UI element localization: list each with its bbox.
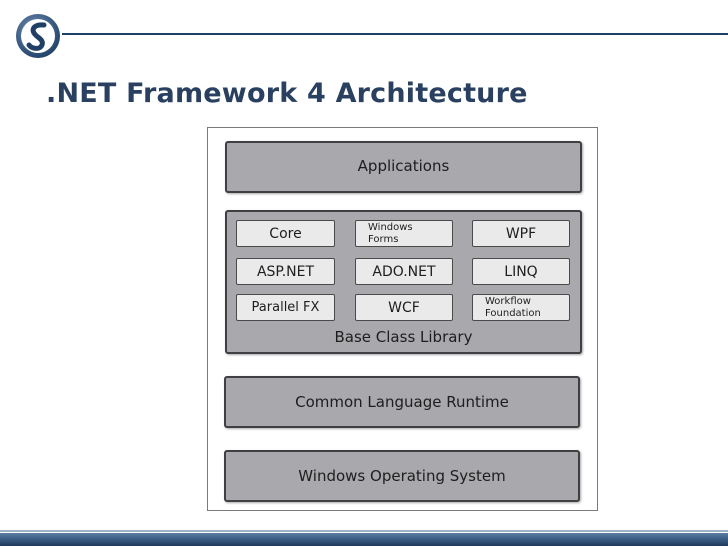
component-parallel-fx: Parallel FX (236, 294, 335, 321)
clr-layer: Common Language Runtime (224, 376, 580, 428)
component-wcf: WCF (355, 294, 453, 321)
component-ado-net: ADO.NET (355, 258, 453, 285)
header-rule (62, 33, 728, 35)
applications-label: Applications (357, 157, 450, 175)
component-core: Core (236, 220, 335, 247)
component-wpf: WPF (472, 220, 570, 247)
component-windows-forms: Windows Forms (355, 220, 453, 247)
component-asp-net: ASP.NET (236, 258, 335, 285)
circle-s-logo-icon (16, 14, 60, 58)
component-workflow-foundation: Workflow Foundation (472, 294, 570, 321)
os-label: Windows Operating System (298, 467, 506, 485)
architecture-diagram: Applications Core Windows Forms WPF ASP.… (207, 127, 598, 511)
applications-layer: Applications (225, 141, 582, 193)
page-title: .NET Framework 4 Architecture (46, 78, 528, 109)
footer-bar (0, 530, 728, 546)
base-class-library-label: Base Class Library (334, 328, 473, 346)
clr-label: Common Language Runtime (295, 393, 509, 411)
component-linq: LINQ (472, 258, 570, 285)
base-class-library-layer: Core Windows Forms WPF ASP.NET ADO.NET L… (225, 210, 582, 354)
os-layer: Windows Operating System (224, 450, 580, 502)
